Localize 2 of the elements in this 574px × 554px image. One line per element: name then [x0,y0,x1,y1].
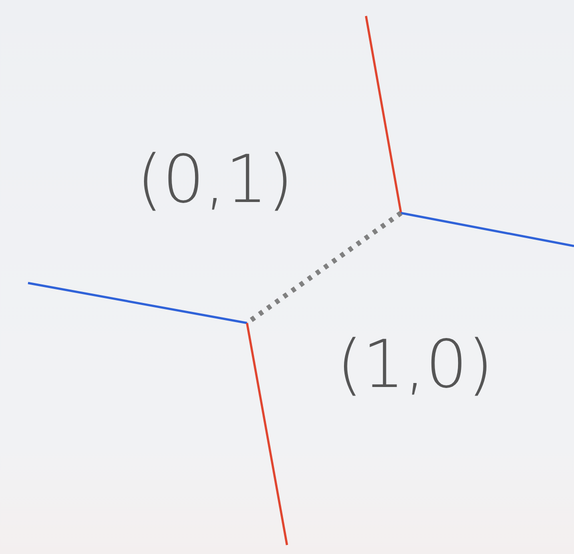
region-label: (0,1) [136,147,294,213]
region-label: (1,0) [336,332,494,398]
